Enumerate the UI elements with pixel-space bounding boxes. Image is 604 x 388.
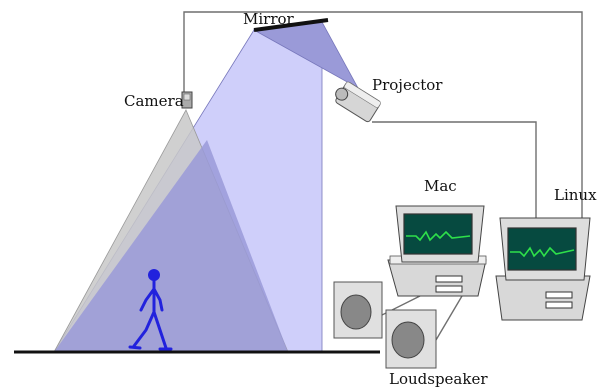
loudspeaker-right: [385, 309, 437, 369]
linux-computer: [495, 217, 591, 321]
mirror: [253, 18, 329, 32]
person-figure: [128, 269, 173, 351]
linux-label: Linux: [554, 186, 597, 204]
mac-screen-wave: [406, 230, 471, 242]
speaker-cable-right: [435, 295, 463, 341]
loudspeaker-label: Loudspeaker: [389, 370, 488, 388]
camera-cable: [183, 11, 583, 218]
linux-screen-wave: [510, 246, 575, 258]
mirror-label: Mirror: [243, 10, 295, 28]
projector-label: Projector: [372, 76, 443, 94]
mac-computer: [387, 205, 487, 297]
camera: [181, 91, 193, 109]
loudspeaker-left: [333, 281, 383, 339]
mac-label: Mac: [424, 177, 457, 195]
overlap-region: [54, 140, 288, 352]
projector-cable: [372, 121, 537, 218]
camera-label: Camera: [124, 92, 184, 110]
projector: [335, 81, 381, 123]
